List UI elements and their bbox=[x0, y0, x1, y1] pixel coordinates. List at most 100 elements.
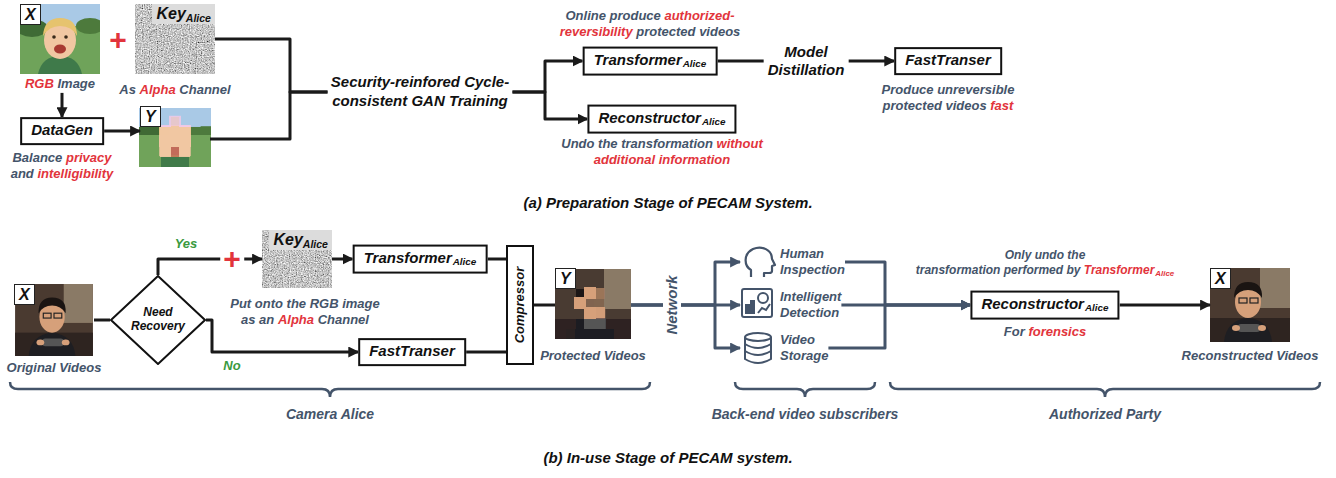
annotation: additional information bbox=[594, 152, 731, 167]
annotation: authorized- bbox=[664, 8, 734, 23]
box-label: Transformer bbox=[594, 51, 682, 68]
box-label: FastTranser bbox=[905, 51, 991, 68]
flow-arrow bbox=[487, 258, 506, 261]
process-box: DataGen bbox=[20, 117, 104, 145]
flow-arrow bbox=[513, 92, 588, 119]
edge-label: Yes bbox=[175, 236, 198, 252]
annotation: Channel bbox=[318, 312, 369, 327]
flow-arrow bbox=[104, 130, 140, 133]
caption: (b) In-use Stage of PECAM system. bbox=[543, 449, 792, 466]
annotation: For bbox=[1004, 324, 1025, 339]
video-label: Reconstructed Videos bbox=[1182, 348, 1319, 363]
flow-arrow bbox=[1120, 304, 1210, 307]
photo-original bbox=[16, 4, 104, 74]
image-label: Key bbox=[273, 231, 302, 248]
head-icon bbox=[746, 248, 775, 277]
box-label: Reconstructor bbox=[598, 109, 701, 126]
video-protected bbox=[555, 270, 631, 340]
annotation: Produce unreversibleprotected videosfast bbox=[882, 82, 1015, 115]
process-box: ReconstructorAlice bbox=[587, 105, 736, 134]
group-label: Back-end video subscribers bbox=[712, 406, 899, 422]
annotation: Alpha bbox=[278, 312, 314, 327]
annotation: Produce unreversible bbox=[882, 82, 1015, 97]
brace bbox=[10, 382, 1320, 397]
image-label: X bbox=[1215, 270, 1226, 287]
box-label: FastTranser bbox=[369, 342, 455, 359]
annotation: protected videos bbox=[883, 98, 987, 113]
annotation: Put onto the RGB imageas anAlphaChannel bbox=[230, 296, 380, 329]
flow-arrow bbox=[631, 262, 740, 305]
video-label: Original Videos bbox=[7, 360, 102, 375]
group-label: Back-end video subscribers bbox=[712, 406, 899, 423]
group-label: Camera Alice bbox=[286, 406, 374, 423]
image-tag: X bbox=[20, 4, 41, 25]
annotation: AsAlphaChannel bbox=[119, 82, 230, 98]
image-caption: RGB bbox=[25, 76, 54, 91]
network-label: Network bbox=[663, 272, 681, 337]
network-label: Network bbox=[663, 275, 680, 334]
photo-original bbox=[16, 4, 104, 74]
image-panel: KeyAlice bbox=[262, 230, 332, 288]
edge-label: Yes bbox=[175, 236, 198, 251]
chart-icon bbox=[758, 293, 768, 303]
flow-arrow bbox=[332, 258, 353, 261]
image-tag: Y bbox=[140, 106, 161, 127]
annotation: Undo the transformation bbox=[561, 136, 713, 151]
edge-label: Model Distillation bbox=[764, 42, 849, 80]
video-protected bbox=[555, 270, 631, 340]
annotation: reversibility bbox=[560, 24, 633, 39]
brace bbox=[10, 382, 650, 397]
photo-pixelated bbox=[137, 108, 214, 169]
image-panel: KeyAlice bbox=[135, 4, 215, 74]
diamond-outline bbox=[111, 276, 205, 364]
flow-arrow bbox=[466, 351, 506, 354]
key-noise bbox=[262, 230, 332, 288]
caption: (b) In-use Stage of PECAM system. bbox=[543, 449, 792, 467]
image-label: Alice bbox=[186, 12, 211, 24]
box-label: Compressor bbox=[512, 267, 527, 344]
key-noise bbox=[135, 4, 215, 74]
image-panel: X bbox=[1210, 268, 1290, 342]
image-label: Alice bbox=[303, 238, 328, 250]
decision-label: Need Recovery bbox=[126, 306, 190, 334]
plus-sign: + bbox=[109, 23, 127, 56]
process-box: ReconstructorAlice bbox=[970, 291, 1119, 320]
annotation: and bbox=[11, 166, 34, 181]
box-label: Alice bbox=[683, 58, 707, 69]
edge-label: Model Distillation bbox=[768, 43, 845, 78]
annotation: Only undo thetransformation performed by… bbox=[916, 248, 1174, 279]
edge-label: No bbox=[223, 358, 240, 374]
video-label: Protected Videos bbox=[540, 348, 646, 364]
flow-arrow bbox=[210, 92, 328, 139]
subscriber-item: Human Inspection bbox=[740, 246, 845, 277]
subscriber-item: Intelligent Detection bbox=[740, 289, 841, 320]
subscriber-label: Human Inspection bbox=[780, 246, 845, 277]
image-tag: X bbox=[1210, 268, 1231, 289]
video-label: Reconstructed Videos bbox=[1182, 348, 1319, 364]
video-protected bbox=[555, 270, 631, 340]
group-label: Authorized Party bbox=[1049, 406, 1161, 423]
image-label: Y bbox=[560, 270, 571, 287]
video-reconstructed bbox=[1210, 268, 1290, 342]
image-label: X bbox=[19, 286, 30, 303]
database-icon bbox=[745, 344, 771, 348]
box-label: Security-reinfored Cycle-consistent GAN … bbox=[331, 73, 509, 109]
box-label: DataGen bbox=[31, 121, 93, 138]
image-label: X bbox=[25, 6, 36, 23]
process-box: TransformerAlice bbox=[353, 245, 488, 274]
annotation: as an bbox=[241, 312, 274, 327]
annotation: privacy bbox=[66, 150, 112, 165]
image-tag: Y bbox=[555, 268, 576, 289]
edge-label: No bbox=[223, 358, 240, 373]
plus-sign: + bbox=[109, 25, 127, 55]
chart-icon bbox=[758, 304, 770, 313]
annotation: Balance bbox=[12, 150, 62, 165]
database-icon bbox=[745, 333, 771, 341]
annotation: Forforensics bbox=[1004, 324, 1086, 340]
key-noise bbox=[262, 230, 332, 288]
flow-arrow bbox=[513, 61, 583, 92]
image-tag: KeyAlice bbox=[152, 4, 215, 24]
flow-arrow bbox=[534, 304, 555, 307]
chart-icon bbox=[742, 289, 772, 317]
process-box: TransformerAlice bbox=[583, 47, 718, 76]
